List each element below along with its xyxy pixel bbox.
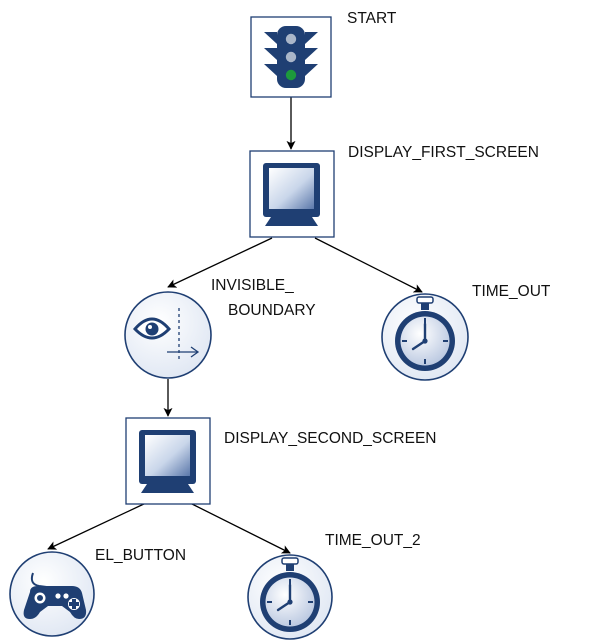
node-time-out-2[interactable]: TIME_OUT_2 (247, 532, 421, 640)
node-frame (124, 291, 212, 379)
monitor-icon (139, 430, 196, 493)
stopwatch-icon (260, 557, 320, 632)
node-invisible-boundary[interactable]: INVISIBLE_ BOUNDARY (124, 277, 316, 379)
eye-boundary-icon (132, 308, 200, 361)
node-el-button[interactable]: EL_BUTTON (9, 547, 186, 637)
node-label-start: START (347, 10, 397, 27)
node-label-time-out: TIME_OUT (472, 283, 551, 300)
edge-display-second-screen-to-time-out-2 (189, 502, 291, 554)
node-label-invisible-boundary-line-2: BOUNDARY (228, 302, 316, 319)
edge-display-first-screen-to-time-out (314, 237, 423, 293)
node-time-out[interactable]: TIME_OUT (381, 283, 551, 381)
edge-display-first-screen-to-invisible-boundary (167, 237, 273, 288)
node-label-el-button: EL_BUTTON (95, 547, 186, 564)
stopwatch-icon (395, 296, 455, 371)
traffic-light-icon (264, 26, 318, 88)
node-start[interactable]: START (250, 10, 397, 98)
node-label-time-out-2: TIME_OUT_2 (325, 532, 421, 549)
node-label-invisible-boundary-line-1: INVISIBLE_ (211, 277, 294, 294)
node-label-display-second-screen: DISPLAY_SECOND_SCREEN (224, 430, 436, 447)
node-display-second-screen[interactable]: DISPLAY_SECOND_SCREEN (125, 417, 436, 505)
monitor-icon (263, 163, 320, 226)
node-label-display-first-screen: DISPLAY_FIRST_SCREEN (348, 144, 539, 161)
gamepad-icon (23, 572, 87, 619)
edges (47, 97, 423, 554)
edge-display-second-screen-to-el-button (47, 502, 147, 550)
node-display-first-screen[interactable]: DISPLAY_FIRST_SCREEN (249, 144, 539, 238)
